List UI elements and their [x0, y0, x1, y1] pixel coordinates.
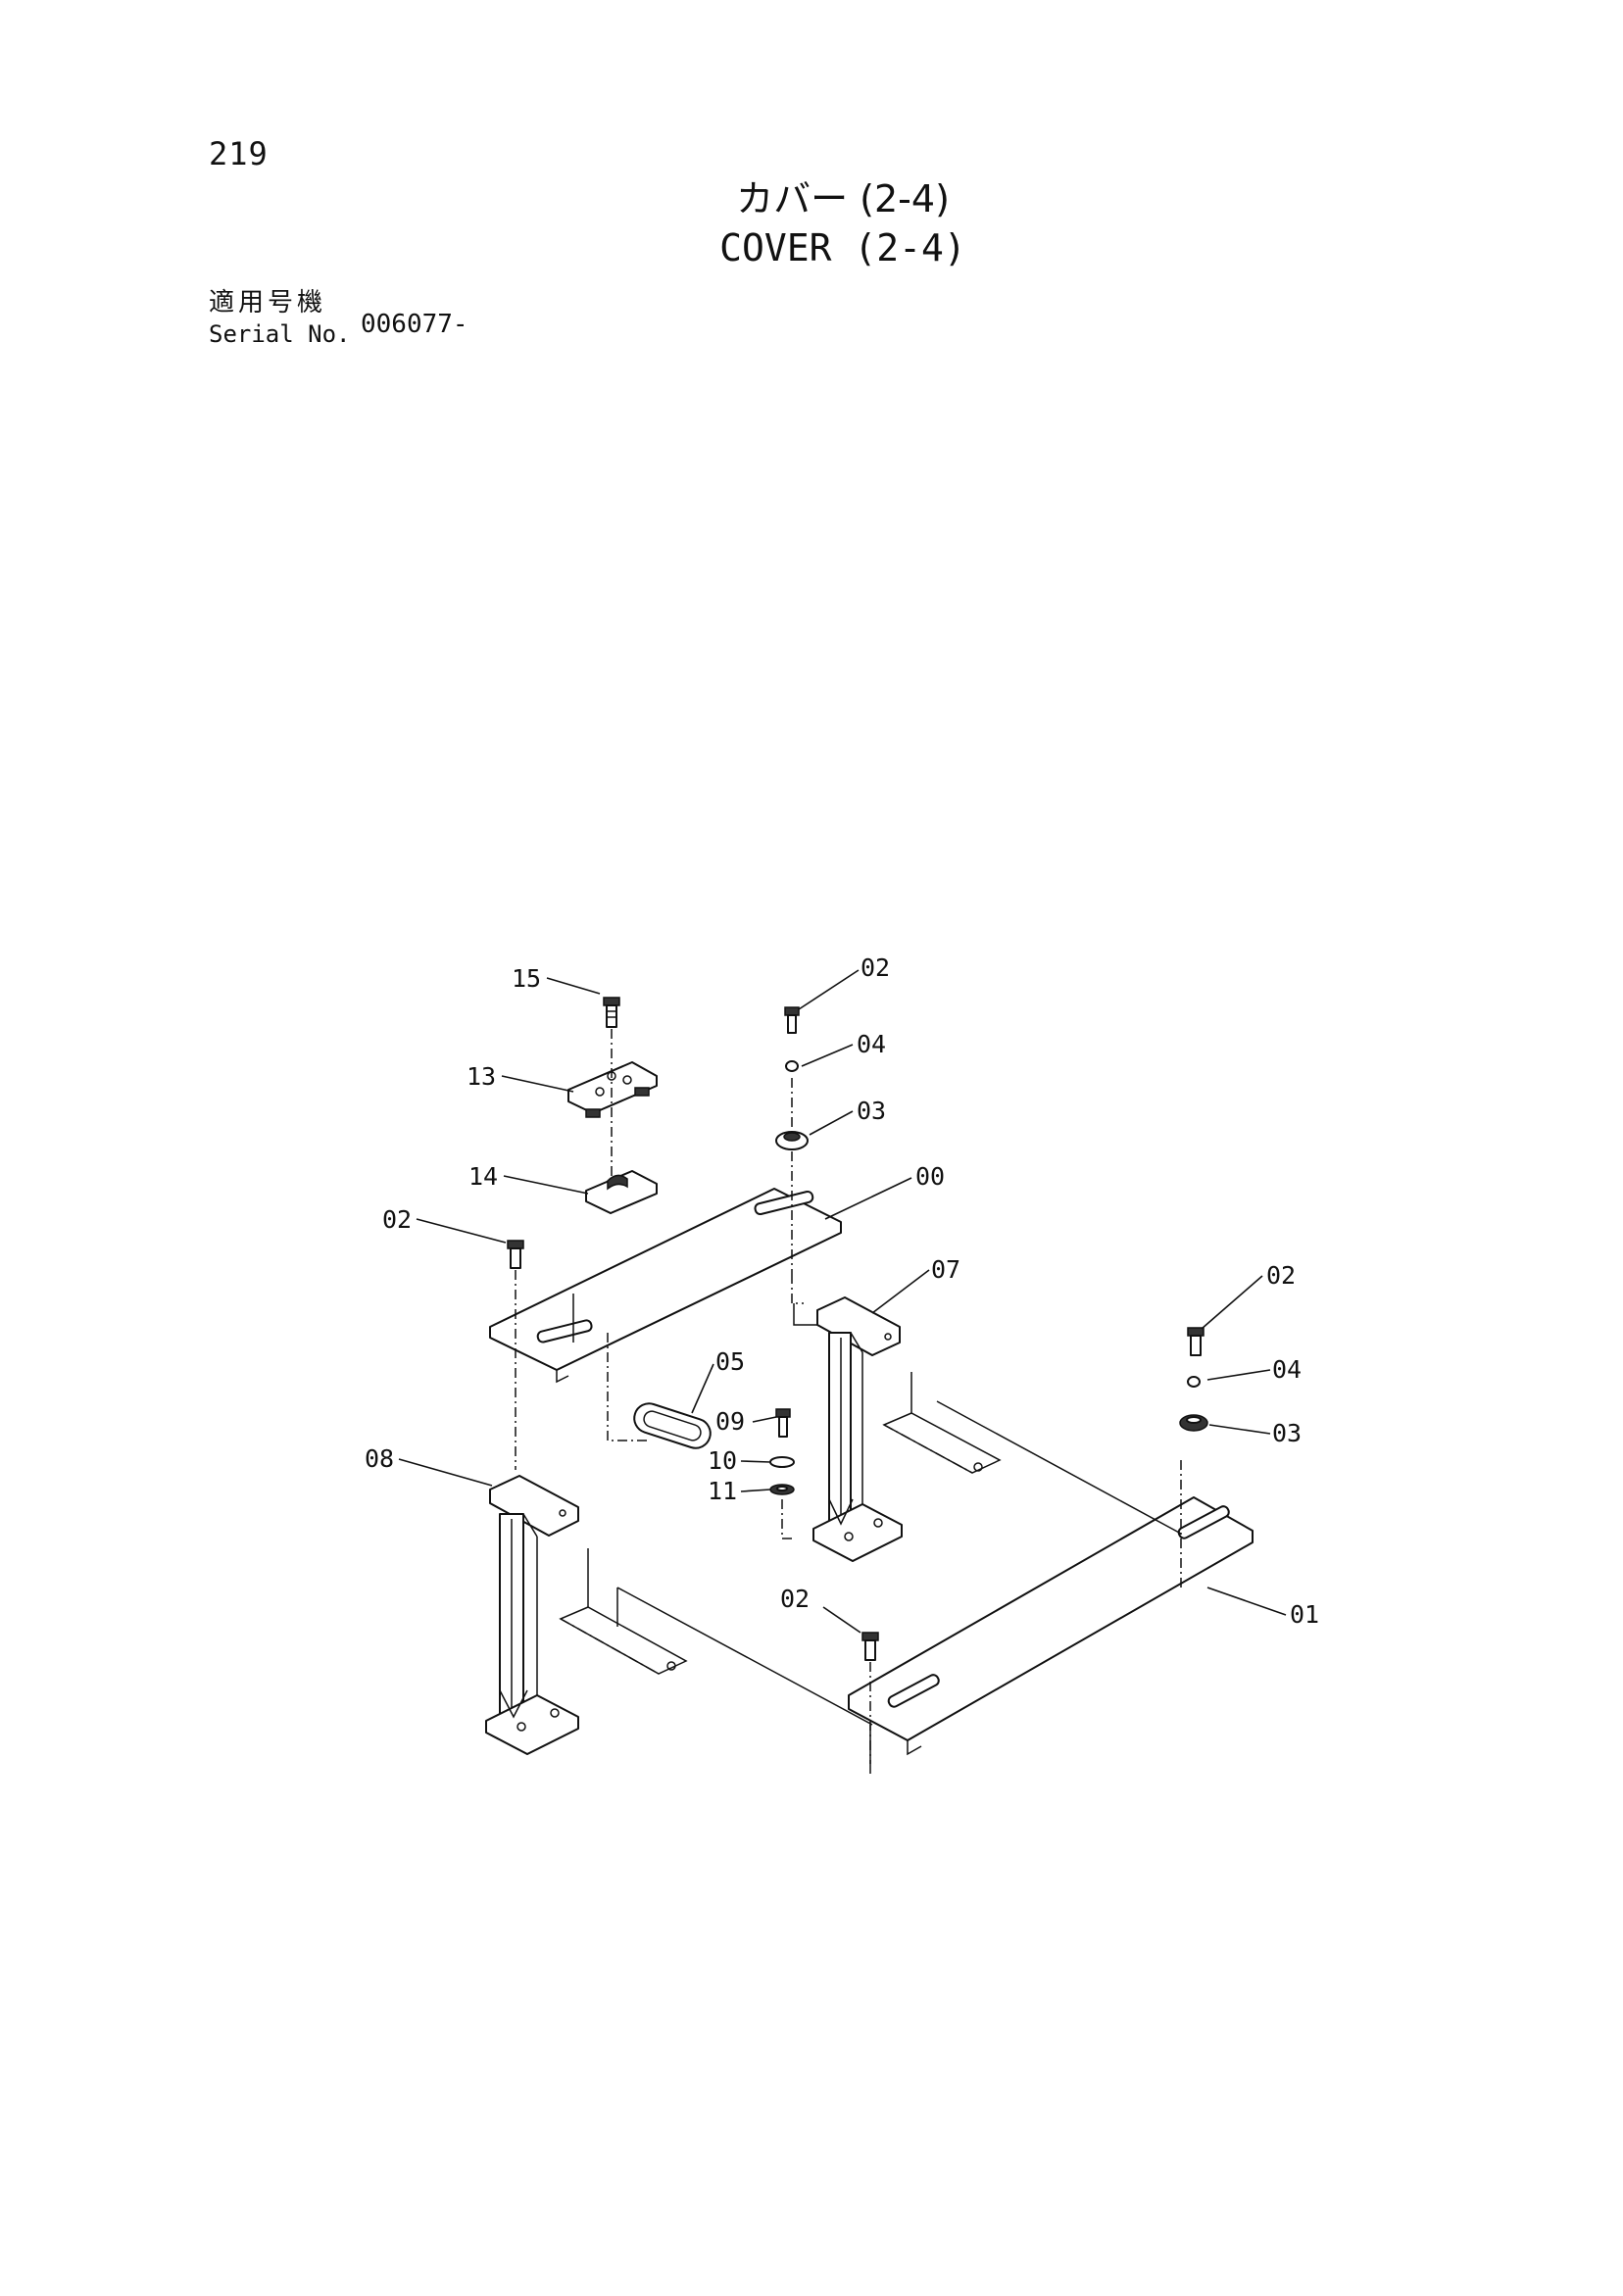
serial-label-japanese: 適用号機: [209, 288, 327, 318]
title-block: カバー (2-4) COVER (2-4): [637, 174, 1049, 272]
bolt-set-09-10-11: [769, 1408, 796, 1539]
callout-09: 09: [715, 1407, 745, 1436]
ghost-plate-left: [559, 1548, 873, 1726]
callout-labels: 15 13 14 02 02 04 03 00 07 05 09 10 11 0…: [365, 953, 1319, 1629]
bolt-stack-right: [1179, 1327, 1208, 1432]
callout-04-right: 04: [1272, 1355, 1302, 1384]
callout-00: 00: [915, 1162, 945, 1191]
serial-label-block: 適用号機 Serial No.: [209, 286, 351, 349]
page-number: 219: [209, 135, 269, 172]
page-title-english: COVER (2-4): [719, 226, 966, 269]
bolt-15: [603, 997, 620, 1176]
grommet-05: [607, 1333, 712, 1449]
callout-02-lower: 02: [780, 1585, 810, 1613]
stand-08: [485, 1475, 579, 1755]
bolt-left-02: [507, 1240, 524, 1470]
callout-04-top: 04: [857, 1030, 886, 1058]
stand-07: [793, 1296, 903, 1562]
callout-10: 10: [708, 1446, 737, 1475]
cover-plate-00: [489, 1188, 842, 1384]
leader-lines: [398, 969, 1287, 1634]
callout-14: 14: [468, 1162, 498, 1191]
callout-03-right: 03: [1272, 1419, 1302, 1447]
callout-02-right: 02: [1266, 1261, 1296, 1290]
callout-02-top: 02: [861, 953, 890, 982]
page-title-japanese: カバー (2-4): [736, 177, 950, 220]
clamp-14: [585, 1170, 658, 1214]
cover-plate-01: [848, 1460, 1254, 1756]
callout-02-left: 02: [382, 1205, 412, 1234]
callout-07: 07: [931, 1255, 960, 1284]
bolt-stack-center: [775, 1006, 809, 1304]
bracket-13: [567, 1061, 658, 1118]
callout-03-top: 03: [857, 1097, 886, 1125]
ghost-plate-right: [882, 1372, 1182, 1535]
callout-01: 01: [1290, 1600, 1319, 1629]
callout-15: 15: [512, 964, 541, 993]
bolt-lower-02: [861, 1632, 879, 1774]
callout-13: 13: [467, 1062, 496, 1091]
serial-number-value: 006077-: [361, 310, 468, 339]
serial-label-english: Serial No.: [209, 320, 351, 348]
callout-05: 05: [715, 1347, 745, 1376]
callout-11: 11: [708, 1477, 737, 1505]
callout-08: 08: [365, 1444, 394, 1473]
